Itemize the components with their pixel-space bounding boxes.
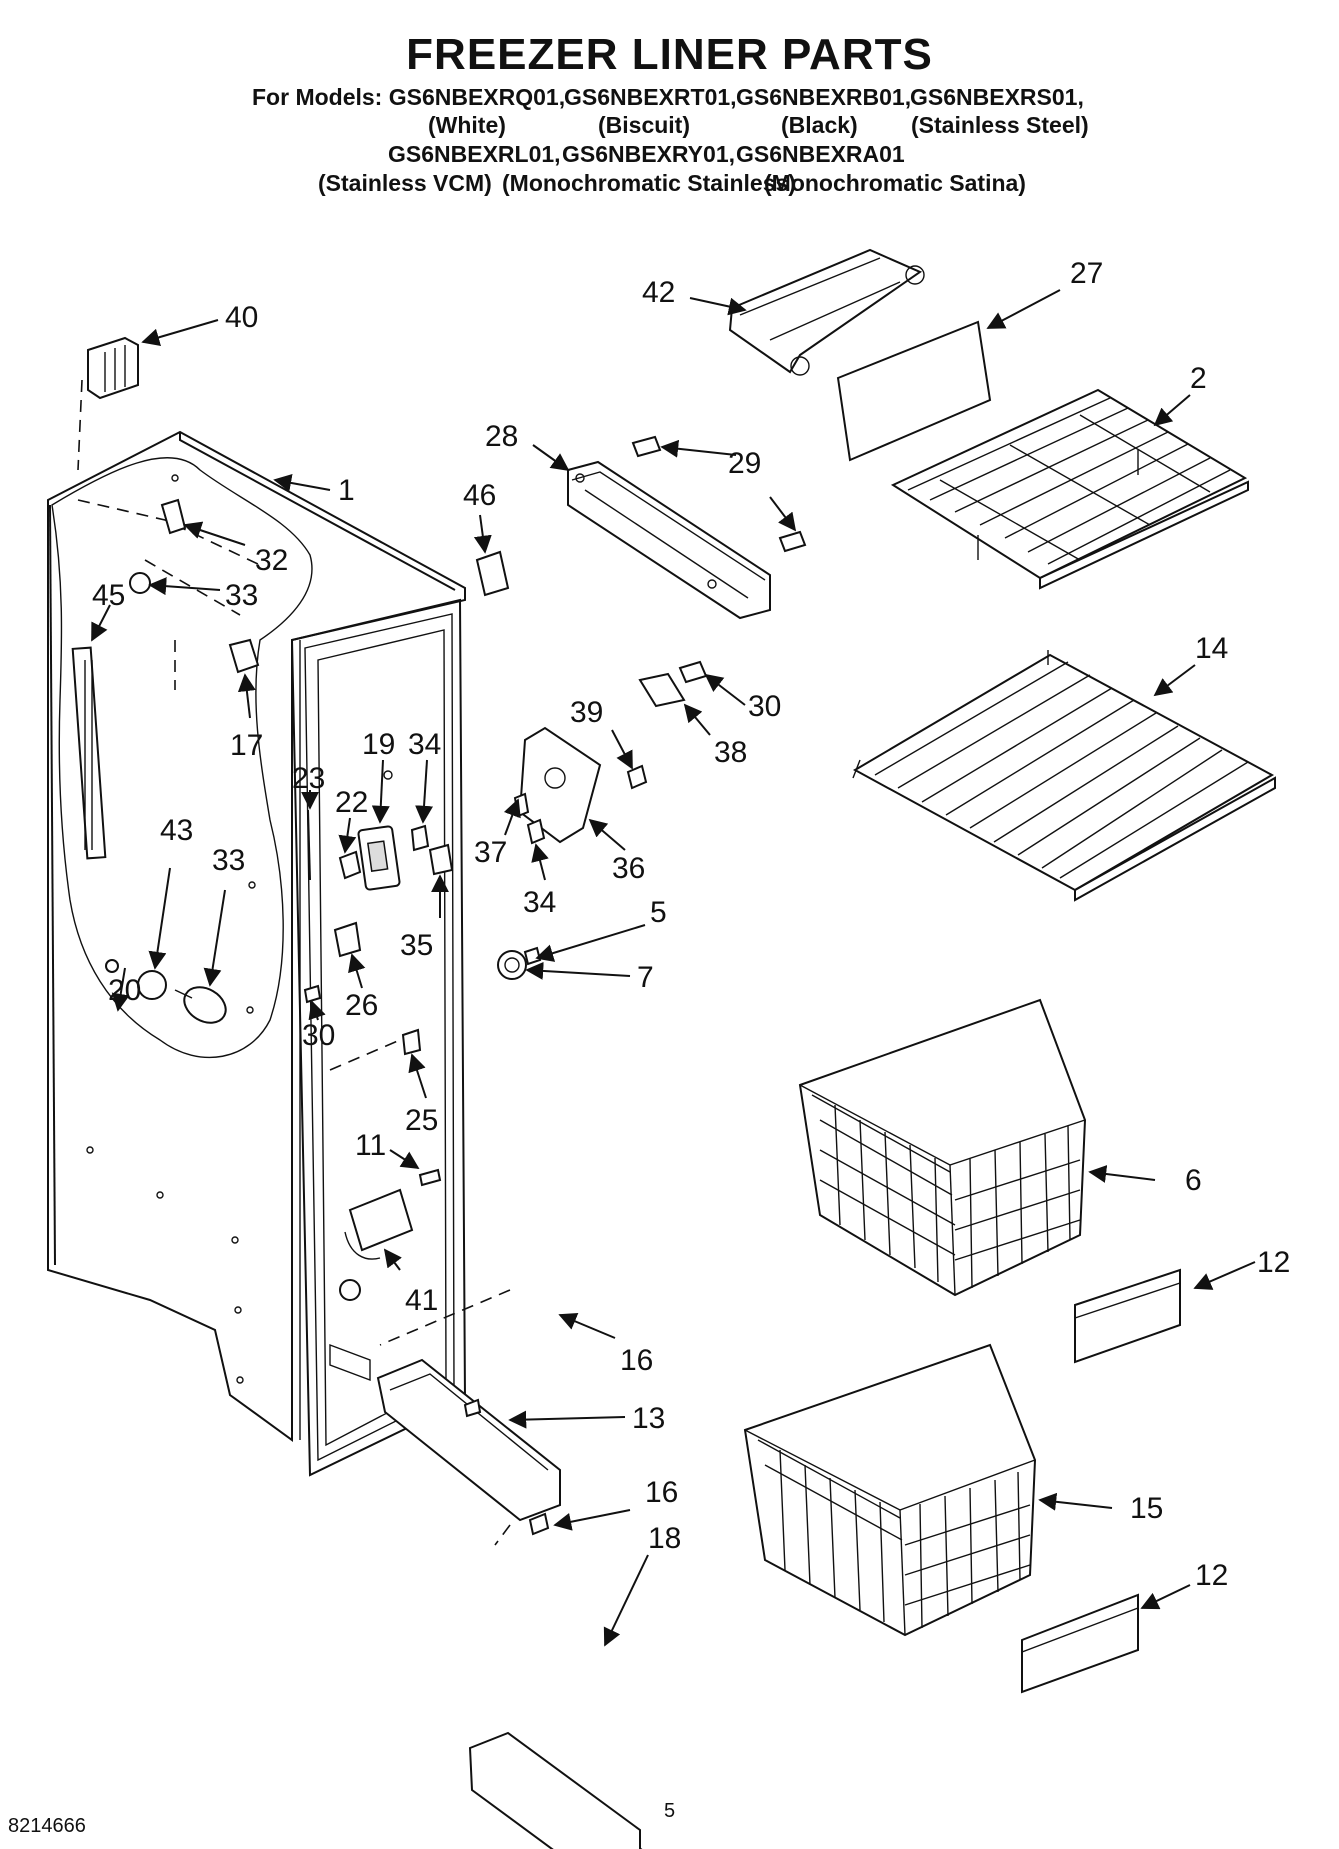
model-color: (Black)	[781, 112, 858, 138]
callout-36: 36	[612, 852, 645, 885]
callout-7: 7	[637, 961, 654, 994]
callout-30: 30	[302, 1019, 335, 1052]
callout-16: 16	[620, 1344, 653, 1377]
model-color: (Stainless VCM)	[318, 170, 492, 196]
callout-34: 34	[408, 728, 441, 761]
callout-33: 33	[212, 844, 245, 877]
callout-41: 41	[405, 1284, 438, 1317]
knob-parts	[497, 946, 542, 980]
wire-basket-part-15	[743, 1343, 1037, 1637]
callout-numbers: 40 1 32 33 45 17 43 33 20 42 27 2 28 29 …	[92, 257, 1290, 1592]
callout-43: 43	[160, 814, 193, 847]
leader-lines	[91, 289, 1256, 1647]
callout-18: 18	[648, 1522, 681, 1555]
callout-46: 46	[463, 479, 496, 512]
callout-19: 19	[362, 728, 395, 761]
callout-32: 32	[255, 544, 288, 577]
callout-25: 25	[405, 1104, 438, 1137]
callout-35: 35	[400, 929, 433, 962]
callout-12: 12	[1195, 1559, 1228, 1592]
callout-42: 42	[642, 276, 675, 309]
model-number: For Models: GS6NBEXRQ01,	[252, 84, 566, 110]
model-number: GS6NBEXRA01	[736, 141, 905, 167]
callout-14: 14	[1195, 632, 1228, 665]
callout-26: 26	[345, 989, 378, 1022]
wire-shelf-part-14	[852, 650, 1276, 902]
callout-33: 33	[225, 579, 258, 612]
callout-17: 17	[230, 729, 263, 762]
model-color: (Monochromatic Stainless)	[502, 170, 796, 196]
callout-40: 40	[225, 301, 258, 334]
wire-shelf-part-2	[890, 388, 1249, 590]
model-color: (Biscuit)	[598, 112, 690, 138]
callout-16: 16	[645, 1476, 678, 1509]
model-number: GS6NBEXRT01,	[564, 84, 737, 110]
callout-28: 28	[485, 420, 518, 453]
page-number: 5	[664, 1800, 676, 1822]
callout-23: 23	[292, 762, 325, 795]
callout-29: 29	[728, 447, 761, 480]
callout-27: 27	[1070, 257, 1103, 290]
callout-30: 30	[748, 690, 781, 723]
callout-34: 34	[523, 886, 556, 919]
callout-20: 20	[108, 974, 141, 1007]
callout-6: 6	[1185, 1164, 1202, 1197]
callout-1: 1	[338, 474, 355, 507]
trim-strips-part-12	[1021, 1268, 1181, 1694]
model-number: GS6NBEXRB01,	[736, 84, 912, 110]
model-color: (White)	[428, 112, 506, 138]
wire-basket-part-6	[798, 998, 1087, 1297]
air-duct-assembly	[567, 435, 807, 620]
bracket-part-46	[475, 550, 510, 597]
callout-12: 12	[1257, 1246, 1290, 1279]
fan-motor-assembly	[513, 726, 648, 845]
callout-15: 15	[1130, 1492, 1163, 1525]
callout-38: 38	[714, 736, 747, 769]
document-number: 8214666	[8, 1815, 86, 1837]
left-small-parts	[105, 498, 260, 1024]
model-color: (Monochromatic Satina)	[764, 170, 1026, 196]
model-number: GS6NBEXRL01,	[388, 141, 561, 167]
page-title: FREEZER LINER PARTS	[406, 30, 933, 79]
callout-45: 45	[92, 579, 125, 612]
callout-13: 13	[632, 1402, 665, 1435]
callout-37: 37	[474, 836, 507, 869]
callout-39: 39	[570, 696, 603, 729]
callout-2: 2	[1190, 362, 1207, 395]
hinge-cover-and-panel	[728, 248, 992, 462]
control-board-parts	[638, 660, 708, 708]
vent-part-40	[87, 336, 139, 400]
model-color: (Stainless Steel)	[911, 112, 1089, 138]
model-number: GS6NBEXRS01,	[910, 84, 1084, 110]
control-housing-parts	[376, 1358, 643, 1849]
callout-5: 5	[650, 896, 667, 929]
callout-11: 11	[355, 1129, 386, 1162]
callout-22: 22	[335, 786, 368, 819]
model-number: GS6NBEXRY01,	[562, 141, 735, 167]
frame-components	[303, 770, 454, 1382]
